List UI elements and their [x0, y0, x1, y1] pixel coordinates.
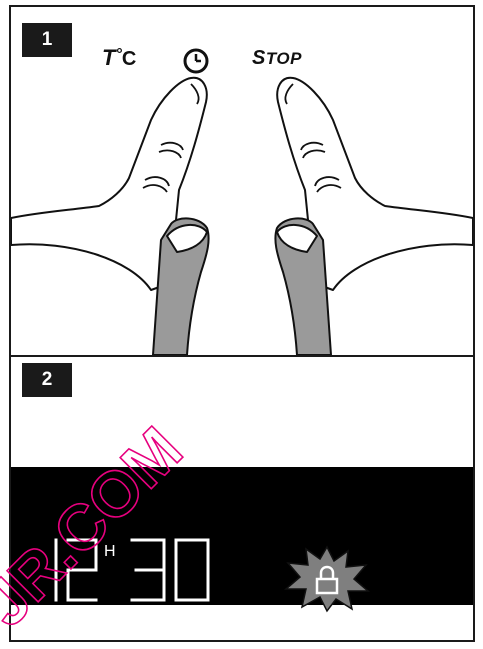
step-2-badge: 2 — [22, 363, 72, 397]
panel-divider — [9, 355, 475, 357]
digit-0-segments — [176, 540, 208, 600]
digit-2-segments — [68, 540, 96, 600]
pressing-fingers-illustration — [11, 40, 473, 355]
hour-marker: H — [104, 543, 116, 560]
lock-indicator — [284, 545, 370, 613]
time-display: H — [52, 536, 214, 604]
